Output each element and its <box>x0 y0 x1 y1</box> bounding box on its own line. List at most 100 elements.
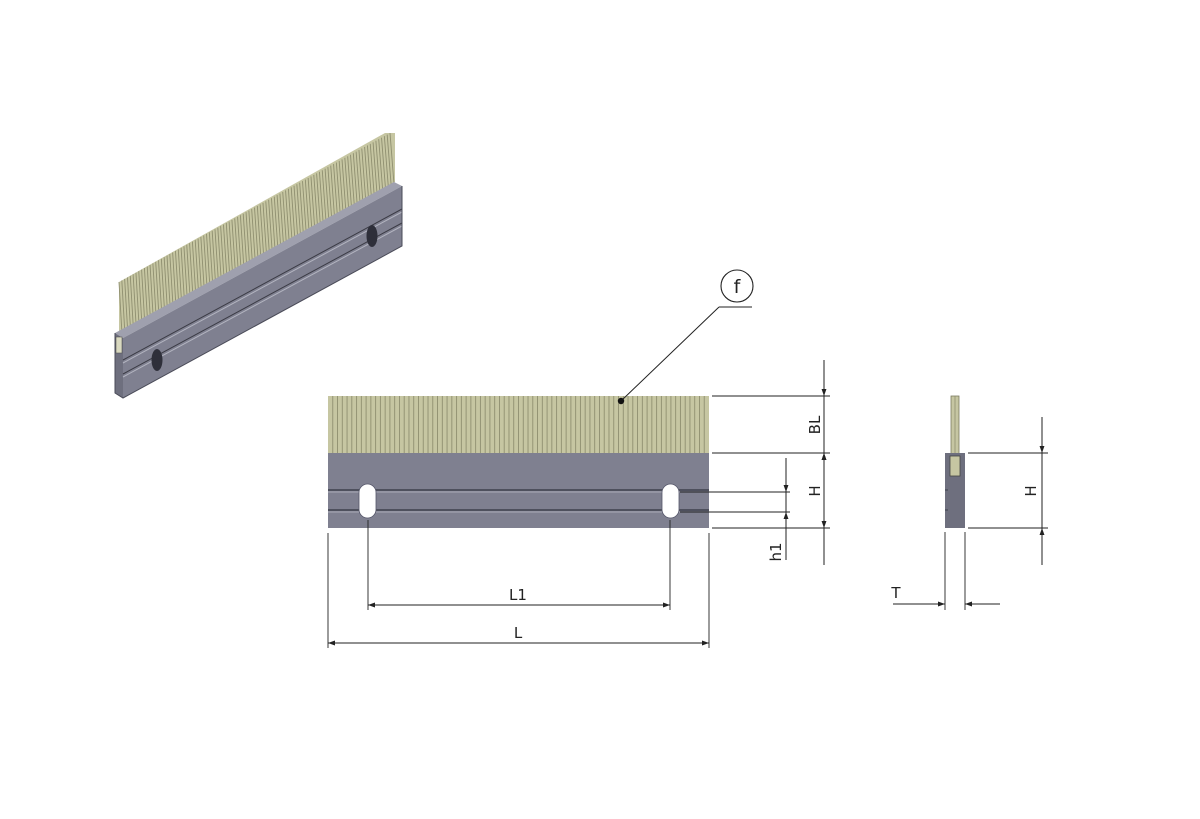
iso-bristle-line <box>265 201 270 253</box>
balloon-label: f <box>734 276 742 298</box>
iso-bristle-line <box>381 137 386 189</box>
iso-bristle-line <box>347 156 352 208</box>
iso-bristle-line <box>321 170 327 222</box>
iso-bristle-line <box>146 266 151 319</box>
iso-bristle-line <box>160 258 165 311</box>
front-bristle-lines <box>332 396 705 453</box>
iso-bristle-line <box>135 272 140 325</box>
iso-bristle-line <box>355 151 361 203</box>
iso-bristle-line <box>287 188 293 241</box>
iso-bristle-line <box>203 235 208 288</box>
iso-bristle-line <box>214 229 219 281</box>
dim-bl-label: BL <box>806 415 824 434</box>
iso-bristle-line <box>237 216 242 269</box>
iso-bristle-line <box>383 136 389 188</box>
iso-bristle-line <box>118 281 123 335</box>
iso-bristle-line <box>208 232 214 285</box>
iso-bristle-line <box>141 269 146 322</box>
iso-bristle-line <box>324 168 330 220</box>
iso-bristle-line <box>248 210 253 263</box>
iso-end-notch <box>115 336 123 354</box>
iso-bristle-line <box>189 243 194 295</box>
iso-bristle-line <box>299 182 304 235</box>
iso-bristle-line <box>124 278 129 331</box>
iso-bristle-line <box>177 249 182 302</box>
iso-bristle-line <box>293 185 299 238</box>
iso-bristle-line <box>282 191 287 244</box>
iso-bristle-line <box>127 277 131 330</box>
iso-bristle-line <box>180 247 185 300</box>
iso-bristle-line <box>211 230 216 283</box>
iso-bristle-line <box>304 179 310 231</box>
iso-body-front <box>123 186 402 398</box>
iso-bristle-line <box>268 199 273 252</box>
iso-bristle-line <box>369 143 375 195</box>
iso-bristle-line <box>194 240 199 292</box>
iso-bristle-line <box>172 252 177 305</box>
iso-bristle-line <box>251 209 256 261</box>
iso-bristle-line <box>138 271 143 324</box>
iso-slot-right <box>366 225 378 247</box>
iso-bristle-line <box>239 215 245 267</box>
iso-bristle-line <box>163 257 168 310</box>
iso-bristle-line <box>358 150 364 202</box>
iso-body-top <box>115 182 402 338</box>
iso-bristle-line <box>344 157 350 210</box>
iso-bristle-line <box>242 213 248 266</box>
iso-bristle-line <box>372 142 378 194</box>
iso-bristle-line <box>361 148 367 200</box>
iso-bristle-line <box>121 280 126 333</box>
iso-groove-upper <box>122 208 403 361</box>
iso-bristle-line <box>316 173 321 225</box>
iso-bristle-line <box>302 181 307 233</box>
front-slot-left <box>358 483 377 519</box>
iso-bristle-line <box>175 250 180 303</box>
iso-bristle-line <box>335 162 341 214</box>
iso-bristle-line <box>220 226 225 278</box>
iso-bristle-line <box>276 195 282 247</box>
iso-bristle-line <box>386 134 392 186</box>
balloon-circle <box>720 269 754 303</box>
iso-bristle-line <box>231 219 236 272</box>
iso-bristle-line <box>333 164 338 216</box>
iso-bristle-line <box>155 261 160 314</box>
iso-bristle-line <box>225 222 231 275</box>
iso-bristle-line <box>152 263 157 316</box>
dim-l1-label: L1 <box>509 586 527 604</box>
front-slot-right <box>661 483 680 519</box>
iso-bristle-line <box>228 221 233 274</box>
dim-h1-label: h1 <box>767 542 785 561</box>
iso-bristle-line <box>234 218 239 270</box>
iso-bristle-line <box>350 154 355 206</box>
iso-bristle-line <box>366 145 372 197</box>
iso-bristle-line <box>143 268 148 320</box>
iso-bristle-line <box>341 159 347 211</box>
iso-bristle-line <box>169 254 174 306</box>
iso-bristle-line <box>375 140 381 192</box>
iso-body-outline <box>114 186 403 399</box>
iso-groove-upper-light <box>122 211 403 364</box>
iso-bristle-line <box>327 167 333 219</box>
iso-bristle-line <box>217 227 222 280</box>
front-view: BL H h1 L1 L f <box>327 269 830 648</box>
iso-bristle-line <box>166 255 171 308</box>
dim-t-label: T <box>890 584 901 602</box>
dim-l-label: L <box>514 624 523 642</box>
balloon-leader <box>620 306 720 402</box>
iso-bristle-line <box>158 260 163 313</box>
iso-bristle-line <box>254 207 259 260</box>
iso-bristle-line <box>191 241 197 294</box>
iso-bristle-line <box>186 244 191 297</box>
iso-bristle-line <box>132 274 137 327</box>
iso-bristle-line <box>200 236 205 289</box>
iso-bristle-line <box>183 246 188 299</box>
iso-bristle-line <box>262 202 267 255</box>
iso-bristle-line <box>352 153 358 205</box>
iso-bristle-line <box>338 160 344 213</box>
iso-bristle-line <box>222 224 228 277</box>
iso-bristle-line <box>206 233 211 286</box>
iso-bristle-line <box>378 139 384 191</box>
iso-bristle-line <box>245 212 250 264</box>
isometric-view <box>114 132 403 399</box>
